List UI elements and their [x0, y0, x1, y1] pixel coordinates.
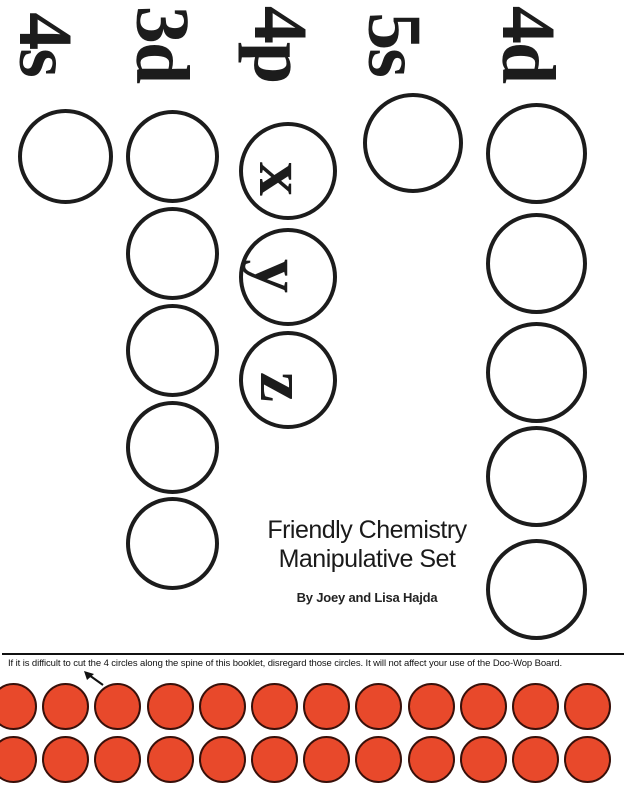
doo-wop-dot	[303, 682, 351, 730]
orbital-circle-4d-1	[485, 102, 587, 204]
doo-wop-dot	[355, 735, 403, 783]
doo-wop-dot	[512, 682, 559, 730]
orbital-label-4s: 4s	[3, 12, 87, 76]
orbital-letter-z: z	[246, 371, 322, 403]
doo-wop-dot	[94, 682, 142, 730]
doo-wop-dot	[303, 735, 351, 783]
orbital-circle-5s-1	[363, 93, 463, 193]
doo-wop-dot	[251, 682, 298, 730]
orbital-circle-4p-3	[239, 331, 337, 429]
doo-wop-dot	[146, 682, 194, 730]
title-line-1: Friendly Chemistry	[267, 516, 467, 544]
cut-arrow-icon	[84, 671, 104, 686]
doo-wop-dot	[407, 682, 455, 730]
orbital-circle-3d-2	[125, 206, 219, 300]
cut-instruction-note: If it is difficult to cut the 4 circles …	[8, 658, 563, 669]
doo-wop-dot	[459, 735, 507, 783]
doo-wop-dot	[42, 735, 90, 783]
orbital-label-5s: 5s	[352, 12, 436, 76]
doo-wop-dot	[146, 735, 194, 783]
orbital-circle-4p-1	[239, 122, 337, 220]
orbital-label-3d: 3d	[120, 5, 204, 83]
orbital-circle-4p-2	[239, 228, 337, 326]
doo-wop-dot	[42, 682, 90, 730]
orbital-circle-3d-4	[125, 400, 219, 494]
doo-wop-dot	[251, 735, 298, 783]
title-block: Friendly Chemistry Manipulative Set By J…	[228, 516, 506, 605]
orbital-circle-4d-2	[485, 212, 587, 314]
doo-wop-dot	[407, 735, 455, 783]
title-line-2: Manipulative Set	[278, 545, 456, 573]
doo-wop-dot	[0, 735, 37, 783]
orbital-circle-4d-3	[485, 321, 587, 423]
orbital-label-4p: 4p	[238, 5, 322, 83]
doo-wop-dot	[94, 735, 142, 783]
orbital-circle-4d-5	[485, 538, 587, 640]
byline: By Joey and Lisa Hajda	[296, 590, 438, 605]
doo-wop-dot	[198, 735, 246, 783]
doo-wop-dot	[459, 682, 507, 730]
doo-wop-dot	[564, 735, 612, 783]
orbital-label-4d: 4d	[486, 5, 570, 83]
doo-wop-dot	[355, 682, 403, 730]
orbital-circle-3d-5	[125, 496, 219, 590]
orbital-letter-x: x	[245, 162, 321, 196]
orbital-circle-3d-1	[125, 109, 219, 203]
orbital-circle-3d-3	[125, 303, 219, 397]
orbital-letter-y: y	[241, 259, 317, 293]
doo-wop-dot	[564, 682, 612, 730]
doo-wop-dot	[0, 682, 37, 730]
doo-wop-dot	[198, 682, 246, 730]
divider-line	[2, 653, 624, 655]
orbital-circle-4s-1	[17, 108, 113, 204]
orbital-circle-4d-4	[485, 425, 587, 527]
doo-wop-dot	[512, 735, 559, 783]
